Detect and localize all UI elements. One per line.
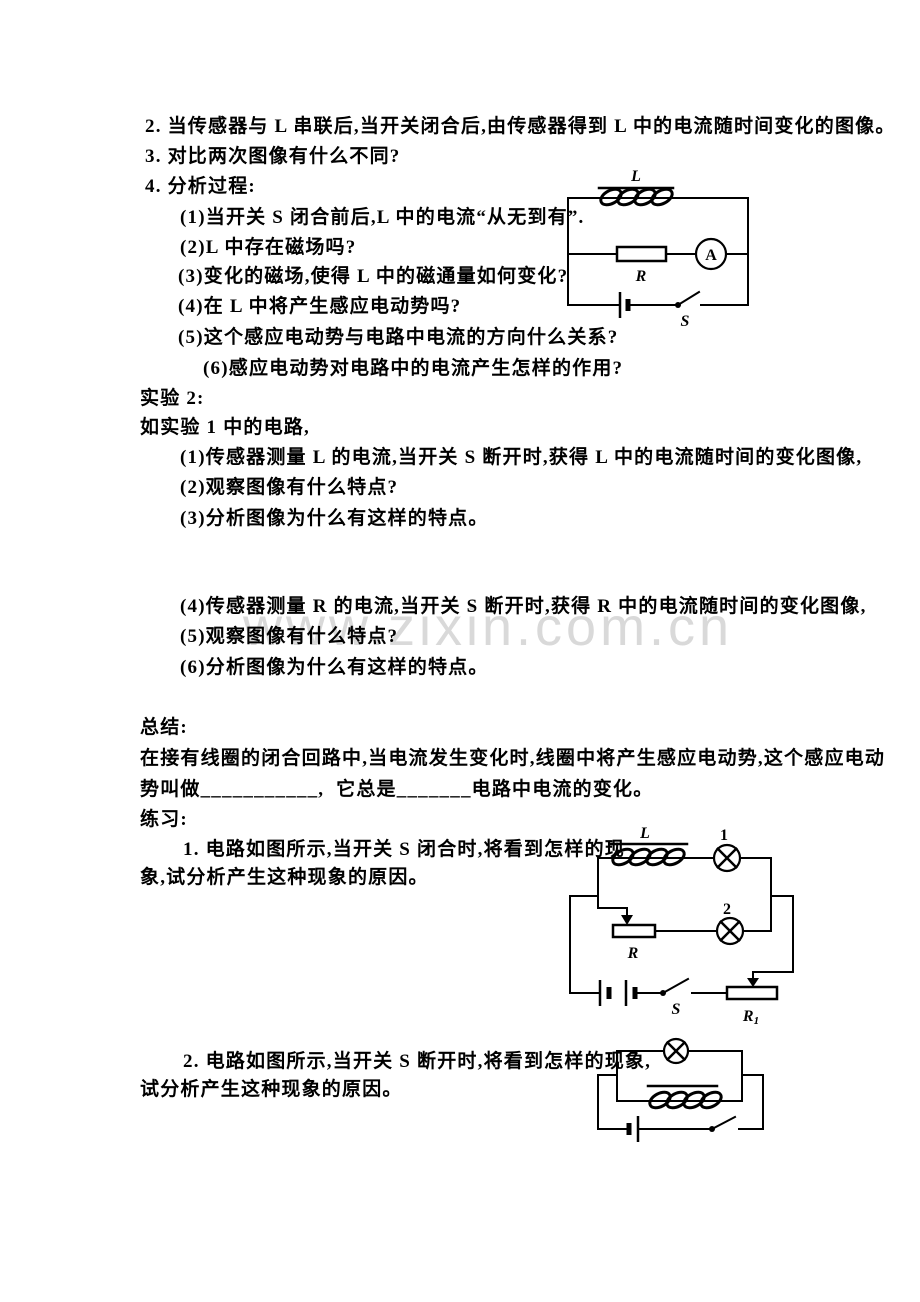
watermark-text: www.zixin.com.cn [243,597,734,657]
lamp-2-icon [715,916,745,946]
summary-text-line: 在接有线圈的闭合回路中,当电流发生变化时,线圈中将产生感应电动势,这个感应电动 [140,748,886,769]
summary-heading: 总结: [140,717,188,738]
item-4-heading: 4. 分析过程: [145,176,256,197]
switch-icon [709,1115,737,1132]
circuit-diagram-2: L 1 R 2 R1 [569,826,794,1026]
inductor-label: L [630,168,641,185]
ammeter-icon [694,237,728,271]
switch-label: S [672,1001,681,1018]
switch-label: S [681,313,690,330]
switch-icon [675,290,701,308]
exp2-sub-4: (4)传感器测量 R 的电流,当开关 S 断开时,获得 R 中的电流随时间的变化… [180,596,867,617]
rheostat2-icon [725,985,779,1001]
summary-fill-blanks: 势叫做___________, 它总是_______电路中电流的变化。 [140,779,654,800]
lamp-1-label: 1 [720,827,728,844]
experiment-2-intro: 如实验 1 中的电路, [140,417,310,438]
resistor-icon [615,245,668,263]
circuit1-frame-wires [567,197,749,306]
lamp-2-label: 2 [723,901,731,918]
q4-sub-6: (6)感应电动势对电路中的电流产生怎样的作用? [203,358,624,379]
inductor-label: L [639,826,650,842]
exp2-sub-3: (3)分析图像为什么有这样的特点。 [180,508,489,529]
q4-sub-5: (5)这个感应电动势与电路中电流的方向什么关系? [178,327,619,348]
exp2-sub-5: (5)观察图像有什么特点? [180,626,399,647]
rheostat2-label: R1 [742,1008,759,1026]
circuit-diagram-1: L R A S [567,168,749,330]
q4-sub-3: (3)变化的磁场,使得 L 中的磁通量如何变化? [178,266,569,287]
circuit3-outer-loop [597,1074,764,1130]
battery-icon [598,980,638,1006]
ammeter-label: A [705,247,717,264]
switch-icon [660,977,690,996]
q4-sub-1: (1)当开关 S 闭合前后,L 中的电流“从无到有”. [180,207,585,228]
resistor-label: R [635,268,647,285]
circuit2-left-rails [569,857,628,994]
practice-2-line-1: 2. 电路如图所示,当开关 S 断开时,将看到怎样的现象, [183,1051,652,1072]
battery-icon [626,1116,640,1142]
exp2-sub-1: (1)传感器测量 L 的电流,当开关 S 断开时,获得 L 中的电流随时间的变化… [180,447,863,468]
circuit-diagram-3 [597,1037,764,1142]
exp2-sub-2: (2)观察图像有什么特点? [180,477,399,498]
rheostat-icon [611,923,657,939]
inductor-icon [609,842,689,867]
experiment-2-heading: 实验 2: [140,388,205,409]
practice-1-line-2: 象,试分析产生这种现象的原因。 [140,867,429,888]
item-3-line: 3. 对比两次图像有什么不同? [145,146,401,167]
q4-sub-2: (2)L 中存在磁场吗? [180,237,357,258]
circuit2-right-rails [752,857,794,973]
q4-sub-4: (4)在 L 中将产生感应电动势吗? [178,296,462,317]
inductor-icon [646,1084,723,1110]
rheostat-label: R [627,945,639,962]
exp2-sub-6: (6)分析图像为什么有这样的特点。 [180,657,489,678]
practice-2-line-2: 试分析产生这种现象的原因。 [140,1079,403,1100]
lamp-1-icon [712,843,742,873]
battery-icon [618,292,631,318]
inductor-icon [597,186,675,207]
item-2-line: 2. 当传感器与 L 串联后,当开关闭合后,由传感器得到 L 中的电流随时间变化… [145,116,896,137]
rheostat2-slider-arrow-icon [747,971,759,987]
rheostat-slider-arrow-icon [621,907,633,925]
practice-1-line-1: 1. 电路如图所示,当开关 S 闭合时,将看到怎样的现 [183,839,625,860]
practice-heading: 练习: [140,809,188,830]
lamp-icon [662,1037,690,1065]
